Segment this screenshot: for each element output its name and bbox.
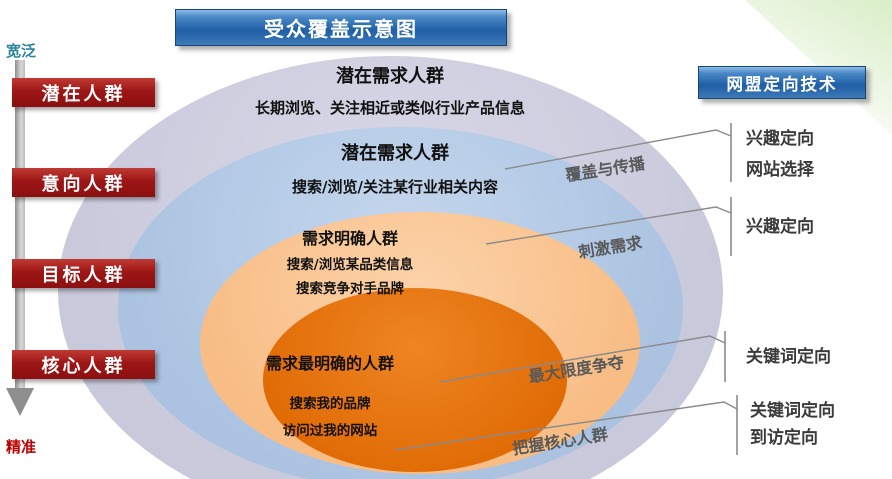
axis-bar <box>15 60 25 390</box>
axis-top-label: 宽泛 <box>6 42 37 60</box>
right-panel-title: 网盟定向技术 <box>726 74 838 94</box>
ring2-heading: 潜在需求人群 <box>341 143 449 164</box>
left-tag-intent: 意向人群 <box>12 168 155 197</box>
left-tag-core: 核心人群 <box>12 350 155 379</box>
target-visit: 到访定向 <box>750 428 818 448</box>
right-panel-banner: 网盟定向技术 <box>698 66 866 99</box>
left-tag-potential: 潜在人群 <box>12 78 155 107</box>
ring3-heading: 需求明确人群 <box>301 229 398 248</box>
ring1-heading: 潜在需求人群 <box>336 66 444 87</box>
ring3-desc-1: 搜索/浏览某品类信息 <box>286 257 414 273</box>
arrow-down-icon <box>6 388 34 416</box>
target-interest-2: 兴趣定向 <box>746 217 814 237</box>
axis-bottom-label: 精准 <box>6 438 37 456</box>
ring4-desc-1: 搜索我的品牌 <box>289 396 371 412</box>
title-banner: 受众覆盖示意图 <box>175 9 507 46</box>
ring4-desc-2: 访问过我的网站 <box>282 423 378 439</box>
target-keyword-2: 关键词定向 <box>750 401 835 421</box>
target-interest-1: 兴趣定向 <box>746 129 814 149</box>
left-tag-target: 目标人群 <box>12 259 155 288</box>
ring1-desc: 长期浏览、关注相近或类似行业产品信息 <box>254 99 525 117</box>
ring2-desc: 搜索/浏览/关注某行业相关内容 <box>292 178 498 196</box>
target-keyword-1: 关键词定向 <box>746 347 831 367</box>
ring4-heading: 需求最明确的人群 <box>265 354 394 373</box>
ring3-desc-2: 搜索竞争对手品牌 <box>296 281 404 297</box>
page-title: 受众覆盖示意图 <box>264 17 418 41</box>
target-site-select: 网站选择 <box>746 160 814 180</box>
